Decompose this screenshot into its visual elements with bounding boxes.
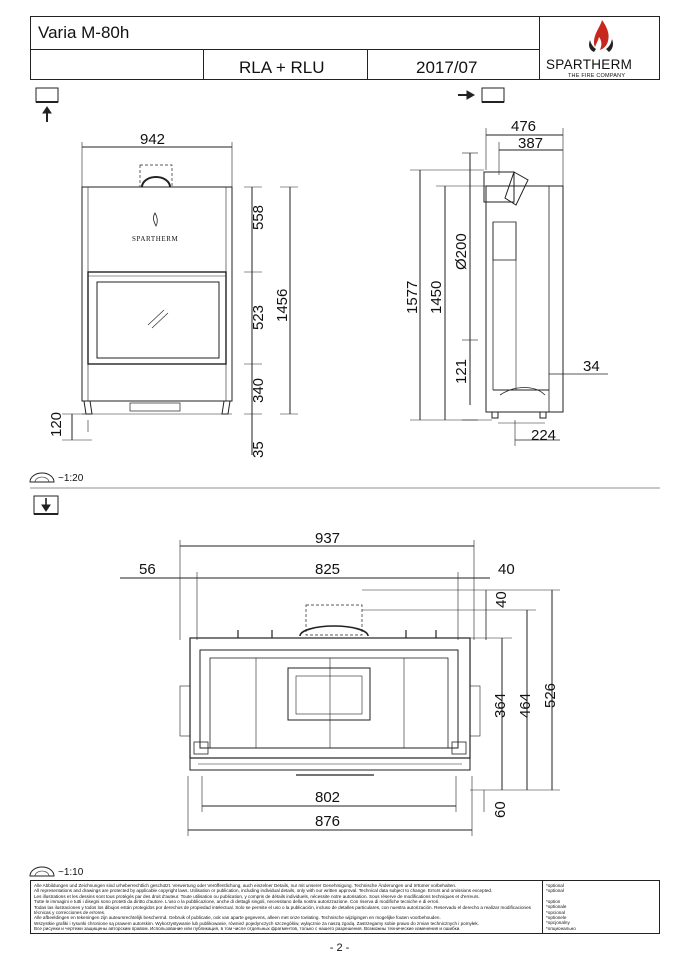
dim-side-121: 121	[453, 358, 470, 384]
flame-icon	[589, 20, 613, 52]
scale-icon-upper	[29, 472, 55, 483]
page-number: - 2 -	[329, 942, 350, 954]
dim-front-558: 558	[250, 204, 267, 230]
dim-top-40-right: 40	[498, 561, 515, 578]
dim-front-total-height: 1456	[274, 288, 291, 322]
legal-footer: Alle Abbildungen und Zeichnungen sind ur…	[30, 880, 660, 934]
title-block: Varia M-80h RLA + RLU 2017/07 SPARTHERM …	[30, 16, 660, 80]
dim-side-1577: 1577	[404, 280, 421, 314]
dim-side-387: 387	[518, 135, 544, 152]
model-title: Varia M-80h	[38, 23, 130, 42]
brand-tagline: THE FIRE COMPANY	[568, 73, 626, 79]
top-view	[120, 540, 560, 836]
dim-top-40-depth: 40	[493, 591, 510, 608]
model-code: RLA + RLU	[239, 58, 325, 77]
dim-foot-height: 120	[48, 411, 65, 437]
front-view	[62, 142, 298, 455]
dim-top-937: 937	[315, 530, 341, 547]
title-row	[31, 17, 539, 50]
dim-top-56: 56	[139, 561, 156, 578]
dim-front-523: 523	[250, 304, 267, 330]
technical-drawing	[29, 87, 660, 877]
dim-top-526: 526	[542, 682, 559, 708]
scale-label-upper: ~1:20	[58, 473, 84, 484]
front-view-indicator	[35, 87, 59, 122]
stove-brand-label: SPARTHERM	[132, 235, 179, 243]
legal-text: Alle Abbildungen und Zeichnungen sind ur…	[34, 883, 531, 932]
dim-top-802: 802	[315, 789, 341, 806]
dim-side-224: 224	[531, 427, 557, 444]
revision-date: 2017/07	[416, 58, 478, 77]
side-view	[410, 128, 608, 446]
dim-side-34: 34	[583, 358, 600, 375]
top-view-indicator	[33, 495, 59, 515]
dim-top-364: 364	[492, 692, 509, 718]
brand-logo: SPARTHERM	[546, 57, 633, 72]
dim-side-flue: Ø200	[453, 233, 470, 270]
dim-front-35: 35	[250, 441, 267, 458]
dim-top-60: 60	[492, 801, 509, 818]
dim-top-825: 825	[315, 561, 341, 578]
dim-side-1450: 1450	[428, 280, 445, 314]
side-view-indicator	[458, 87, 505, 103]
dim-front-340: 340	[250, 377, 267, 403]
scale-icon-lower	[29, 866, 55, 877]
dim-top-876: 876	[315, 813, 341, 830]
dim-top-464: 464	[517, 692, 534, 718]
dim-side-476: 476	[511, 118, 537, 135]
dim-front-width: 942	[140, 131, 166, 148]
scale-label-lower: ~1:10	[58, 867, 84, 878]
option-legend: *optional *optional *option *optionale *…	[546, 883, 576, 931]
